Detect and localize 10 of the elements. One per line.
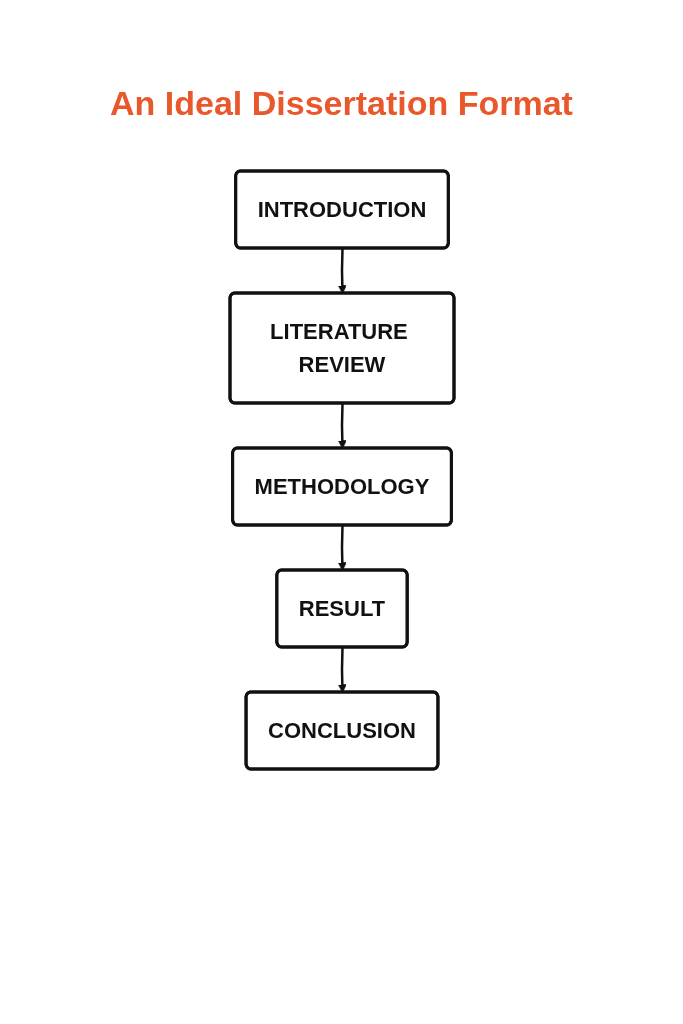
arrow [337,403,347,449]
process-box: LITERATURE REVIEW [228,291,455,405]
arrow [337,647,347,693]
arrow [337,525,347,571]
process-box: METHODOLOGY [230,446,453,527]
diagram-title: An Ideal Dissertation Format [109,84,574,123]
process-box: INTRODUCTION [233,169,450,250]
process-box: RESULT [274,568,409,649]
process-box: CONCLUSION [244,690,439,771]
arrow [337,248,347,294]
